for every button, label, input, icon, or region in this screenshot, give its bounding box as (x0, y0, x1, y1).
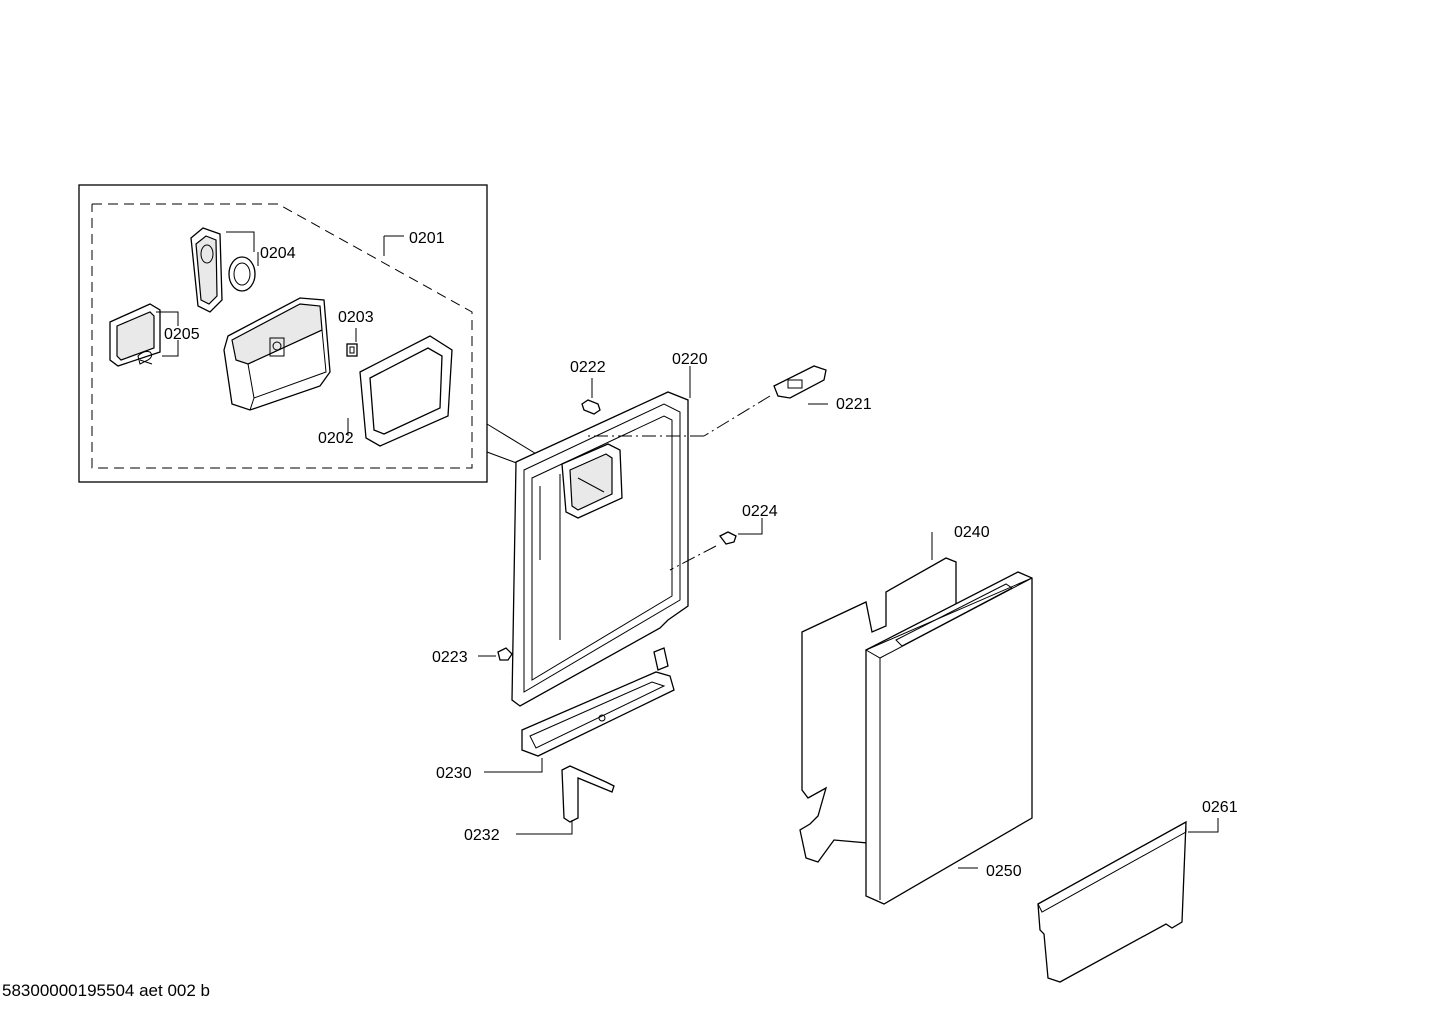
part-0204-ring (228, 256, 256, 292)
label-0201: 0201 (409, 230, 445, 247)
part-0232-angle (561, 765, 615, 823)
label-0205: 0205 (164, 326, 200, 343)
part-0230-bracket (521, 647, 675, 757)
part-0205-plate (109, 303, 161, 367)
part-0261-kickplate (1037, 820, 1187, 983)
part-0202-gasket (359, 335, 453, 447)
part-0203-clip (346, 343, 358, 357)
label-0230: 0230 (436, 765, 472, 782)
part-0204-handle (190, 227, 223, 313)
label-0221: 0221 (836, 396, 872, 413)
part-0220-door-panel (511, 391, 689, 707)
drawing-id: 58300000195504 aet 002 b (2, 981, 210, 1000)
label-0222: 0222 (570, 359, 606, 376)
part-0222-screw (581, 399, 601, 415)
part-labels: 0201 0202 0203 0204 0205 0220 0221 0222 … (164, 230, 1238, 880)
label-0202: 0202 (318, 430, 354, 447)
label-0223: 0223 (432, 649, 468, 666)
label-0232: 0232 (464, 827, 500, 844)
part-0201-dispenser (223, 297, 331, 411)
label-0204: 0204 (260, 245, 296, 262)
label-0250: 0250 (986, 863, 1022, 880)
label-0261: 0261 (1202, 799, 1238, 816)
label-0224: 0224 (742, 503, 778, 520)
part-0223-screw (497, 647, 513, 661)
leader-lines (156, 231, 1219, 869)
part-0224-screw (669, 531, 737, 571)
part-0250-outer-panel (864, 571, 1033, 905)
label-0220: 0220 (672, 351, 708, 368)
part-0221-latch (588, 365, 827, 437)
detail-inset (78, 184, 539, 483)
label-0203: 0203 (338, 309, 374, 326)
label-0240: 0240 (954, 524, 990, 541)
